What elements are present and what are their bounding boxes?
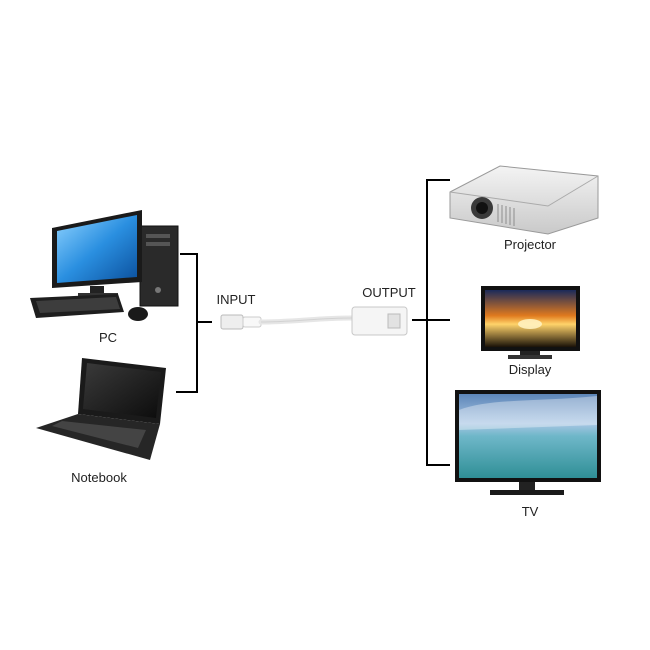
usb-adapter bbox=[351, 306, 408, 336]
label-pc: PC bbox=[98, 330, 118, 345]
pc-monitor bbox=[52, 210, 142, 297]
label-projector: Projector bbox=[503, 237, 557, 252]
pc-keyboard bbox=[30, 294, 124, 318]
projector-device bbox=[449, 165, 599, 235]
label-output: OUTPUT bbox=[362, 285, 416, 300]
pc-mouse bbox=[128, 307, 148, 321]
usb-cable bbox=[220, 314, 355, 330]
output-bracket bbox=[412, 179, 450, 466]
label-input: INPUT bbox=[216, 292, 256, 307]
display-monitor bbox=[481, 286, 580, 359]
tv-device bbox=[455, 390, 601, 495]
input-bracket bbox=[176, 253, 212, 393]
label-display: Display bbox=[508, 362, 552, 377]
label-tv: TV bbox=[521, 504, 539, 519]
label-notebook: Notebook bbox=[71, 470, 127, 485]
pc-tower bbox=[139, 225, 179, 307]
notebook-laptop bbox=[36, 358, 166, 460]
